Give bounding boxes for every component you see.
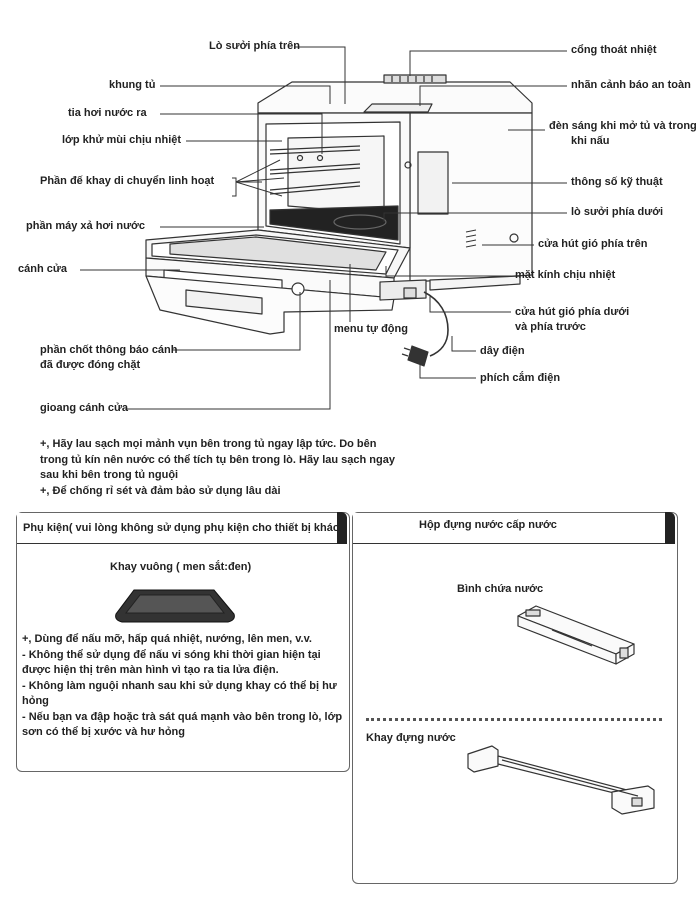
accessories-header: Phụ kiện( vui lòng không sử dụng phụ kiệ… — [17, 512, 347, 544]
accessories-box — [16, 512, 350, 772]
oven-diagram: Lò sưởi phía trên khung tủ tia hơi nước … — [0, 0, 700, 430]
square-tray-title: Khay vuông ( men sắt:đen) — [110, 561, 252, 573]
label-cabinet: khung tủ — [109, 79, 156, 91]
label-steam-drain: phần máy xả hơi nước — [26, 220, 145, 232]
label-lower-intake-2: và phía trước — [515, 321, 586, 333]
section-divider — [366, 718, 662, 721]
accessory-note-4: - Nếu bạn va đập hoặc trà sát quá mạnh v… — [22, 710, 343, 739]
note-1: +, Hãy lau sạch mọi mảnh vụn bên trong t… — [40, 438, 395, 481]
water-tray-title: Khay đựng nước — [366, 732, 456, 744]
label-oven-light-2: khi nấu — [571, 135, 610, 147]
label-steam-outlet: tia hơi nước ra — [68, 107, 147, 119]
label-exhaust-vent: cổng thoát nhiệt — [571, 44, 657, 56]
water-tank-image — [517, 605, 635, 665]
label-door-seal: gioang cánh cửa — [40, 402, 129, 414]
label-door-latch-1: phần chốt thông báo cánh — [40, 344, 178, 356]
oven-illustration — [80, 46, 567, 410]
accessory-note-1: +, Dùng để nấu mỡ, hấp quá nhiệt, nướng,… — [22, 633, 312, 645]
label-oven-light-1: đèn sáng khi mở tủ và trong — [549, 120, 697, 132]
accessories-header-text: Phụ kiện( vui lòng không sử dụng phụ kiệ… — [23, 522, 343, 534]
water-tray-image — [467, 745, 655, 815]
label-door-latch-2: đã được đóng chặt — [40, 359, 141, 371]
accessory-notes: +, Dùng để nấu mỡ, hấp quá nhiệt, nướng,… — [22, 632, 347, 741]
label-auto-menu: menu tự động — [334, 323, 408, 335]
water-supply-header: Hộp đựng nước cấp nước — [353, 512, 675, 544]
water-supply-box — [352, 512, 678, 884]
cleaning-notes: +, Hãy lau sạch mọi mảnh vụn bên trong t… — [40, 437, 400, 499]
water-tank-title: Bình chứa nước — [457, 583, 544, 595]
label-lower-intake-1: cửa hút gió phía dưới — [515, 306, 630, 318]
label-rack-supports: Phần đế khay di chuyển linh hoạt — [40, 175, 215, 187]
square-tray-image — [115, 589, 235, 623]
label-deodorizer: lớp khử mùi chịu nhiệt — [62, 134, 182, 146]
note-2: +, Để chống rỉ sét và đảm bảo sử dụng lâ… — [40, 484, 281, 497]
label-bottom-heater: lò sưởi phía dưới — [571, 206, 664, 218]
label-spec: thông số kỹ thuật — [571, 176, 663, 188]
label-heat-glass: mặt kính chịu nhiệt — [515, 269, 616, 281]
label-power-cord: dây điện — [480, 345, 525, 357]
label-upper-intake: cửa hút gió phía trên — [538, 238, 648, 250]
label-power-plug: phích cắm điện — [480, 372, 561, 384]
water-supply-header-text: Hộp đựng nước cấp nước — [419, 519, 557, 531]
label-top-heater: Lò sưởi phía trên — [209, 40, 300, 52]
label-safety: nhãn cảnh báo an toàn — [571, 79, 691, 91]
accessory-note-2: - Không thể sử dụng để nấu vi sóng khi t… — [22, 648, 321, 677]
label-door: cánh cửa — [18, 263, 67, 275]
accessory-note-3: - Không làm nguội nhanh sau khi sử dụng … — [22, 679, 337, 708]
